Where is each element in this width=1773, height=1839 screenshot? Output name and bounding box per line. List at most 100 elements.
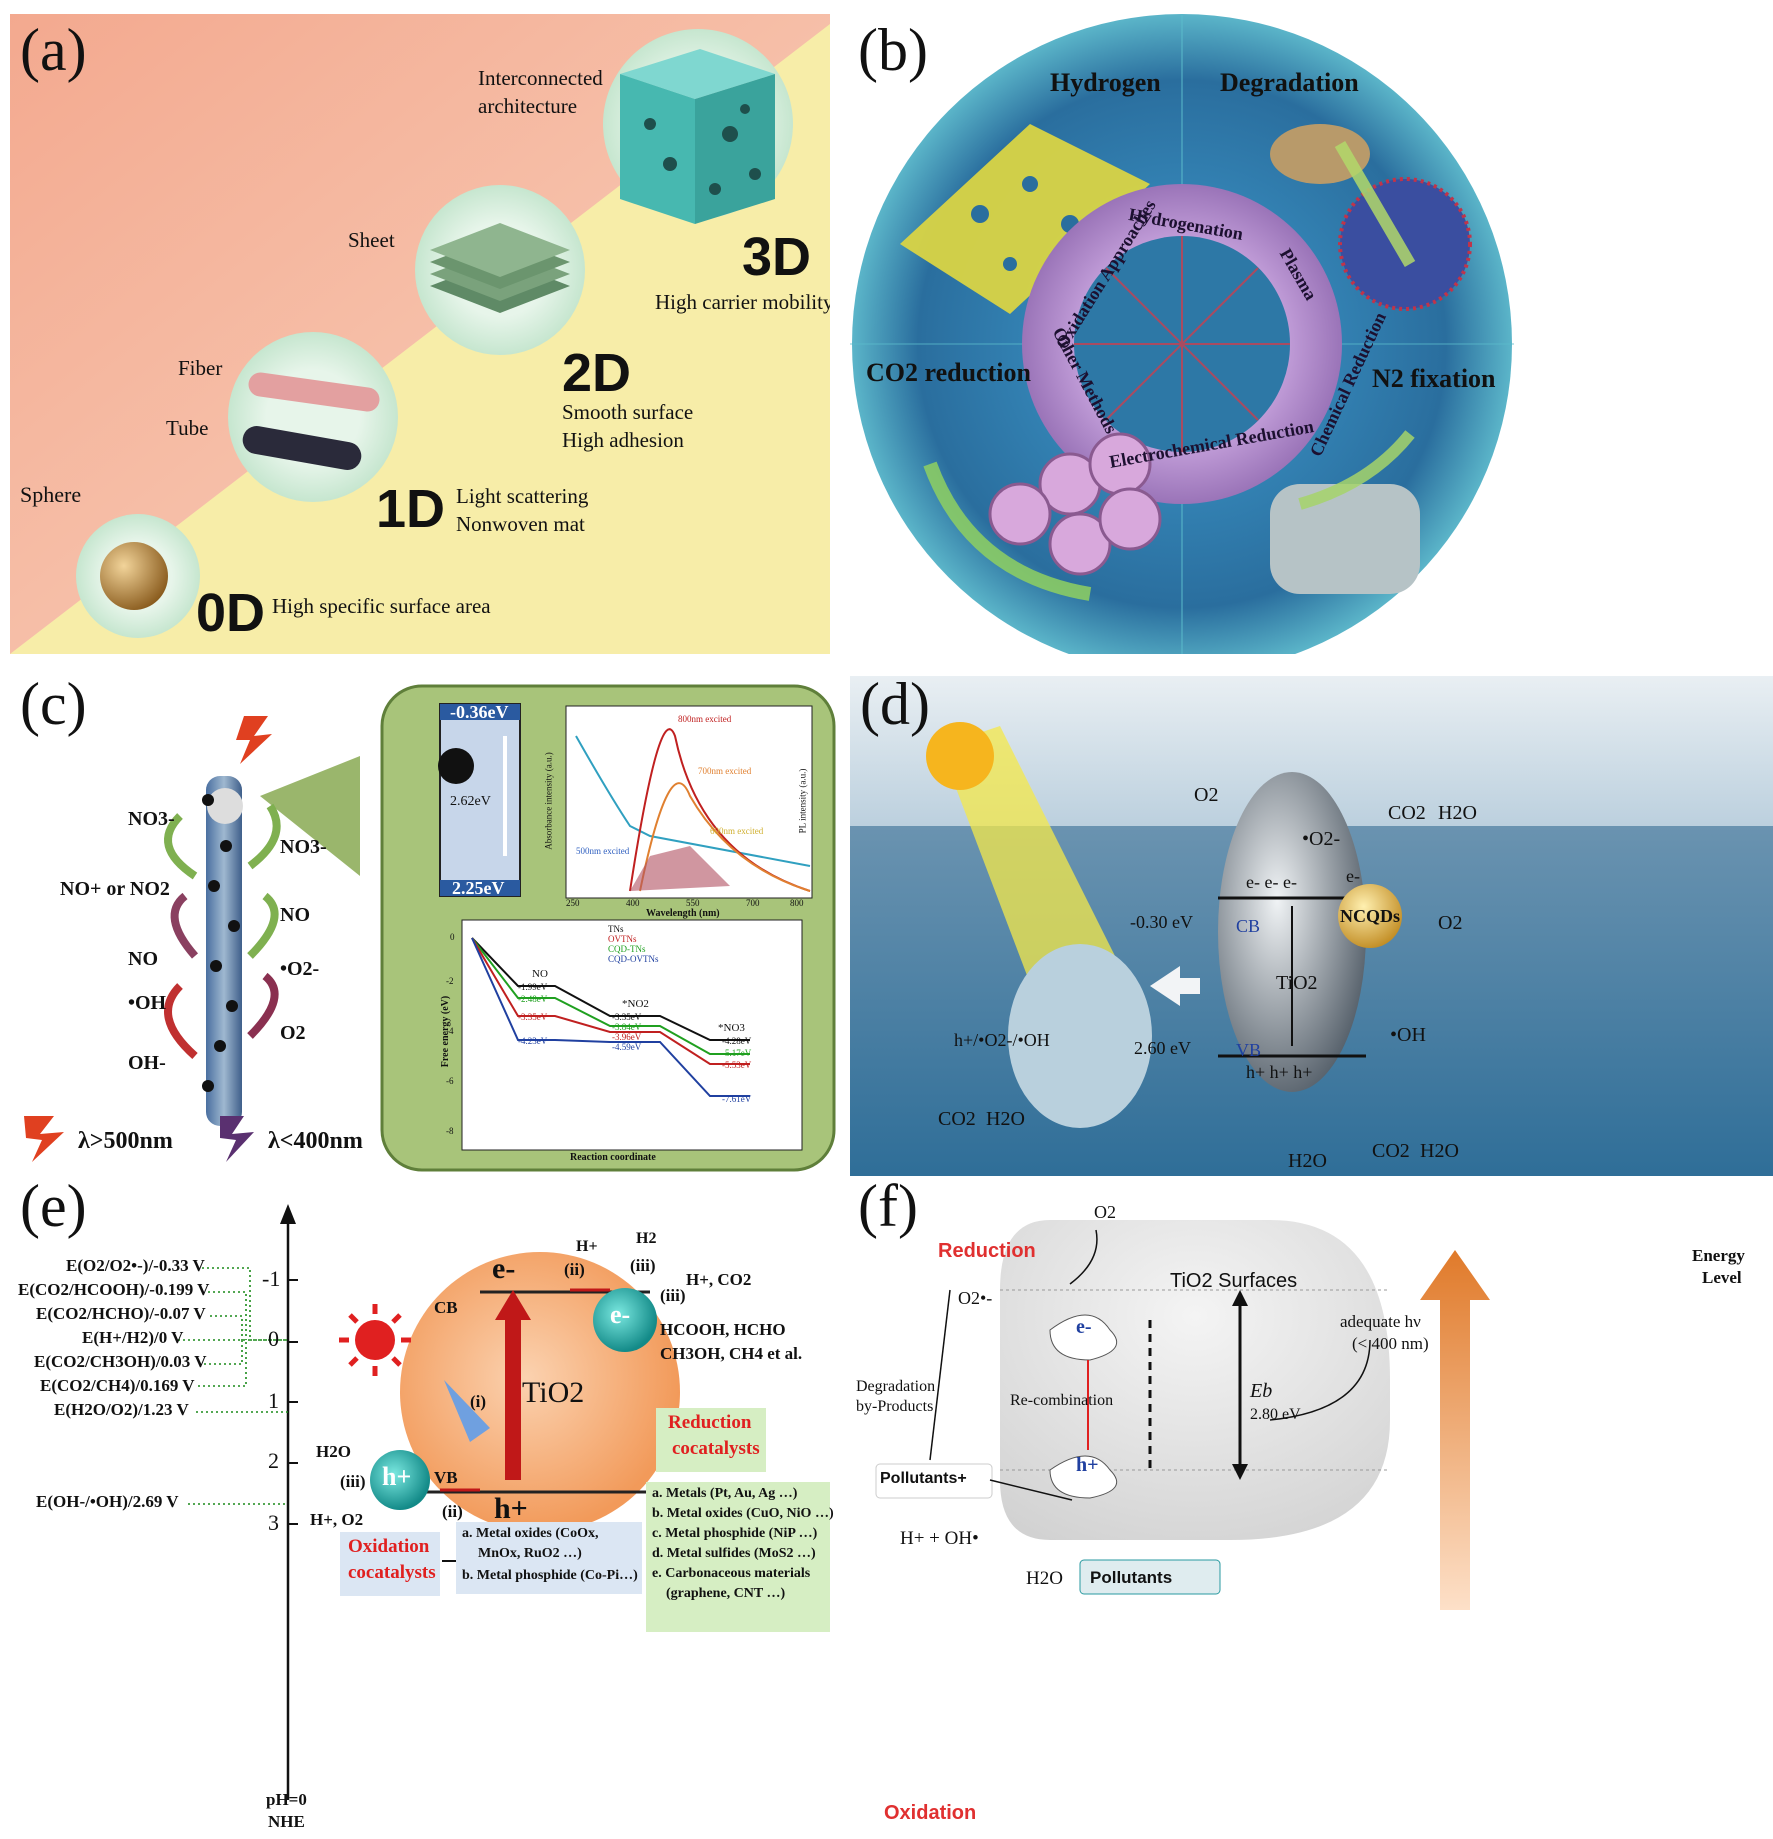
- red-list-3: d. Metal sulfides (MoS2 …): [652, 1546, 816, 1561]
- ox-list-box: [456, 1522, 642, 1594]
- pot-4: E(CO2/CH3OH)/0.03 V: [34, 1352, 207, 1371]
- pot-7: E(OH-/•OH)/2.69 V: [36, 1492, 179, 1511]
- f-o2: O2: [1094, 1202, 1116, 1222]
- d-h2ob: H2O: [986, 1108, 1025, 1130]
- e-hco2: H+, CO2: [686, 1270, 752, 1289]
- red-list-1: b. Metal oxides (CuO, NiO …): [652, 1506, 834, 1521]
- red-list-2: c. Metal phosphide (NiP …): [652, 1526, 818, 1541]
- legend-short: λ<400nm: [268, 1128, 363, 1154]
- e3-3: -7.61eV: [722, 1094, 752, 1104]
- e2-1: -3.84eV: [612, 1022, 642, 1032]
- sheet-label: Sheet: [348, 228, 395, 252]
- f-eb: Eb: [1250, 1380, 1273, 1402]
- spec-tick-3: 400: [626, 898, 640, 908]
- spec-note-700: 700nm excited: [698, 766, 752, 776]
- desc-3d: High carrier mobility: [655, 290, 830, 314]
- fiber-shape: [248, 372, 380, 412]
- e-step-i: (i): [470, 1392, 487, 1411]
- panel-f: (f) Reduction Oxidation O2 O2•- TiO2 Sur…: [850, 1180, 1773, 1839]
- spec-note-500: 500nm excited: [576, 846, 630, 856]
- energy-arrow: [1420, 1250, 1490, 1610]
- porous-cube: [620, 49, 775, 224]
- panel-d-graphic: [850, 676, 1773, 1176]
- tube-bundle: [988, 432, 1162, 576]
- f-oxidation: Oxidation: [884, 1802, 977, 1824]
- d-o2m: •O2-: [1302, 828, 1341, 850]
- e-ho2: H+, O2: [310, 1510, 364, 1529]
- axis-nhe: NHE: [268, 1812, 305, 1831]
- energy-legend-0: TNs: [608, 924, 624, 934]
- energy-ytick-0: 0: [450, 932, 455, 942]
- band-gap: 2.62eV: [450, 794, 491, 809]
- sun-icon: [926, 722, 994, 790]
- spectrum-y2label: PL intensity (a.u.): [797, 768, 808, 834]
- ox-title-1: Oxidation: [348, 1536, 430, 1557]
- panel-e: (e) E(O2/O2•-)/-0.33 V E(CO2/HCOOH)/-0.1…: [10, 1180, 840, 1839]
- rod: [206, 776, 242, 1126]
- sphere-label: Sphere: [20, 482, 82, 507]
- hydrogen-sheet: [900, 124, 1150, 314]
- dim-3d: 3D: [742, 227, 812, 287]
- e-step-iii-mid: (iii): [660, 1286, 686, 1305]
- energy-legend-1: OVTNs: [608, 934, 637, 944]
- d-h3: h+ h+ h+: [1246, 1062, 1313, 1082]
- pot-6: E(H2O/O2)/1.23 V: [54, 1400, 189, 1419]
- e-step-ii-top: (ii): [564, 1260, 585, 1279]
- panel-b: (b) Hydrogen Degradation CO2 reduction N…: [850, 14, 1773, 654]
- pollutants-box: [1079, 1559, 1221, 1595]
- d-co2a: CO2: [1388, 802, 1426, 824]
- c-no-r: NO: [280, 904, 310, 926]
- spec-tick-0: 250: [566, 898, 580, 908]
- spec-tick-11: 800: [790, 898, 804, 908]
- catalyst-particle: [1008, 944, 1152, 1128]
- f-energy-1: Energy: [1692, 1246, 1745, 1265]
- e-e-red: e-: [610, 1300, 631, 1329]
- d-holes: h+/•O2-/•OH: [954, 1030, 1050, 1050]
- pot-3: E(H+/H2)/0 V: [82, 1328, 184, 1347]
- d-cb: CB: [1236, 916, 1261, 936]
- pot-0: E(O2/O2•-)/-0.33 V: [66, 1256, 205, 1275]
- e-h2: H2: [636, 1230, 657, 1247]
- ncqds-dot: [1338, 884, 1402, 948]
- d-e3: e- e- e-: [1246, 872, 1297, 892]
- tube-shape: [242, 426, 362, 470]
- d-vb: VB: [1236, 1040, 1262, 1060]
- pot-1: E(CO2/HCOOH)/-0.199 V: [18, 1280, 210, 1299]
- fiber-label: Fiber: [178, 356, 223, 380]
- f-deg-2: by-Products: [856, 1398, 934, 1415]
- red-cocatalyst: [593, 1288, 657, 1352]
- ox-title-box: [340, 1532, 440, 1596]
- axis-3: 3: [268, 1510, 279, 1535]
- e-h-ox: h+: [382, 1462, 412, 1491]
- energy-ytick-2: -4: [446, 1026, 454, 1036]
- band-bottom: 2.25eV: [452, 878, 505, 898]
- ox-list-1: MnOx, RuO2 …): [478, 1546, 582, 1561]
- c-ohm: OH-: [128, 1052, 166, 1074]
- d-tio2: TiO2: [1276, 972, 1318, 994]
- d-ncqds: NCQDs: [1340, 906, 1401, 926]
- legend-long: λ>500nm: [78, 1128, 173, 1154]
- lightning-long-icon: [24, 1116, 64, 1162]
- degradation-powder: [1270, 124, 1370, 184]
- c-o2: O2: [280, 1022, 306, 1044]
- energy-step-no2: *NO2: [622, 998, 649, 1010]
- quad-n2-fixation: N2 fixation: [1372, 364, 1496, 393]
- e1-0: -1.99eV: [518, 982, 548, 992]
- red-title-box: [656, 1408, 766, 1472]
- spec-note-600: 600nm excited: [710, 826, 764, 836]
- e1-2: -3.35eV: [518, 1012, 548, 1022]
- e3-0: -4.28eV: [722, 1036, 752, 1046]
- c-nop: NO+ or NO2: [60, 878, 170, 900]
- e-cb: CB: [434, 1298, 458, 1317]
- c-no3-b: NO3-: [280, 836, 327, 858]
- e2-0: -3.35eV: [612, 1012, 642, 1022]
- quad-degradation: Degradation: [1220, 68, 1359, 97]
- energy-ytick-3: -6: [446, 1076, 454, 1086]
- f-pollutants: Pollutants: [1090, 1568, 1173, 1587]
- panel-c-graphic: [24, 684, 836, 1172]
- c-no-l: NO: [128, 948, 158, 970]
- energy-legend-2: CQD-TNs: [608, 944, 646, 954]
- energy-step-no3: *NO3: [718, 1022, 745, 1034]
- spectrum-xlabel: Wavelength (nm): [646, 908, 720, 919]
- e1-1: -2.48eV: [518, 994, 548, 1004]
